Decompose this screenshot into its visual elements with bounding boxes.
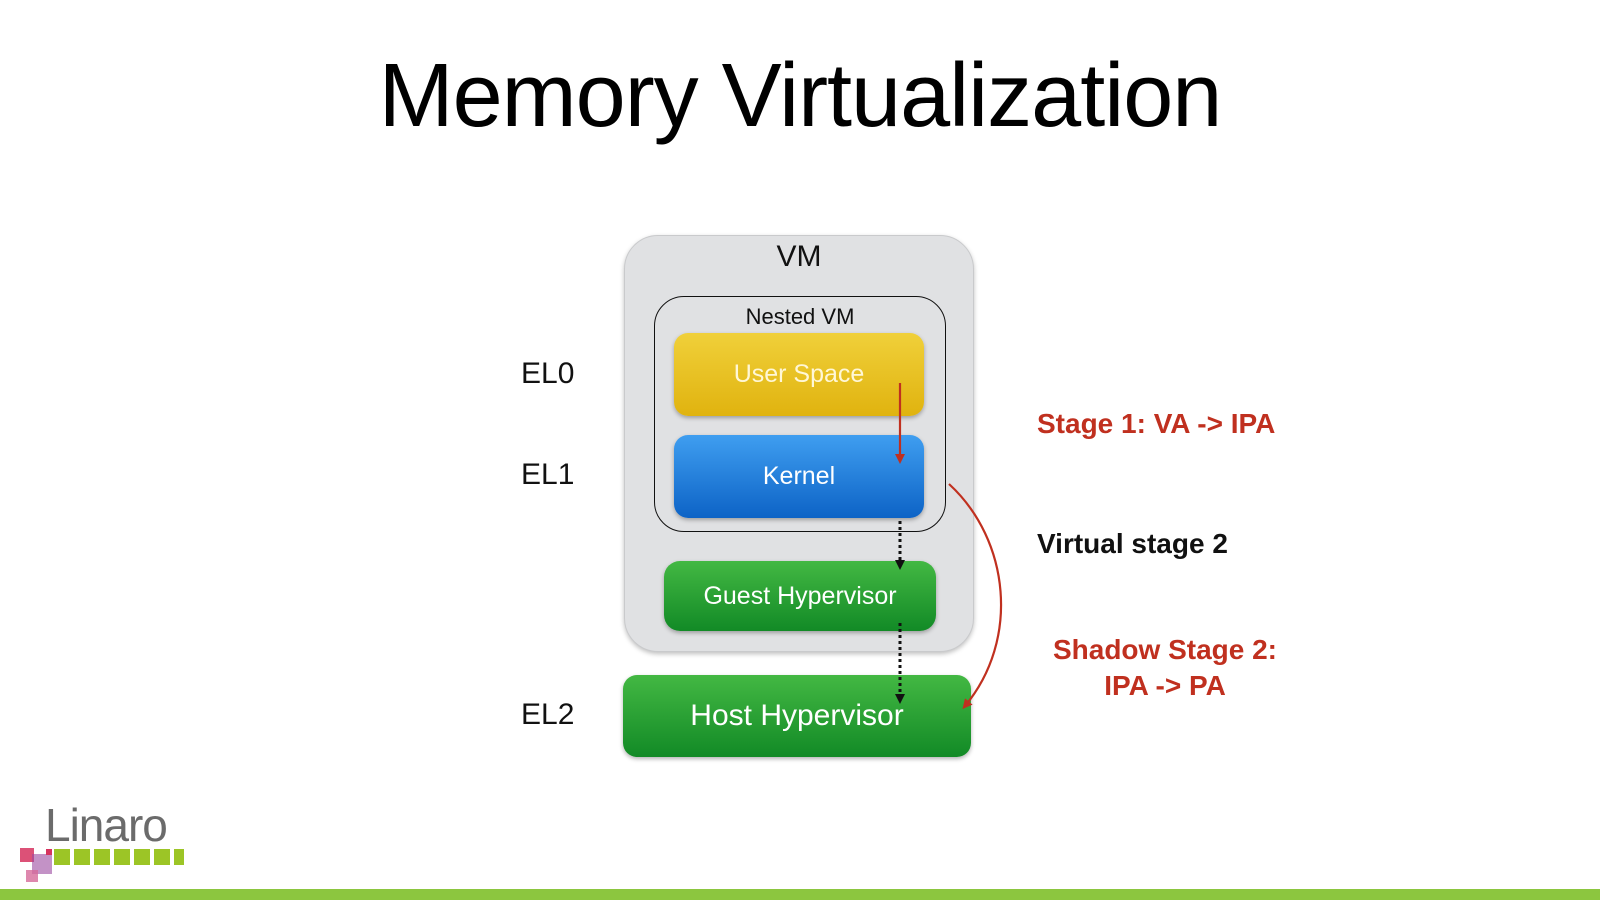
- footer-bar: [0, 889, 1600, 900]
- linaro-logo-text: Linaro: [45, 799, 168, 851]
- el1-label: EL1: [521, 458, 575, 491]
- shadow-stage2-line1: Shadow Stage 2:: [1052, 634, 1278, 665]
- kernel-box: Kernel: [674, 435, 924, 518]
- stage1-note: Stage 1: VA -> IPA: [1037, 408, 1276, 439]
- virtual-stage2-note: Virtual stage 2: [1037, 528, 1228, 559]
- user-space-box: User Space: [674, 333, 924, 416]
- el2-label: EL2: [521, 698, 575, 731]
- guest-hypervisor-box: Guest Hypervisor: [664, 561, 936, 631]
- nested-vm-container: [654, 296, 946, 532]
- vm-label: VM: [776, 240, 822, 273]
- shadow-stage2-line2: IPA -> PA: [1104, 670, 1226, 701]
- host-hypervisor-box: Host Hypervisor: [623, 675, 971, 757]
- shadow-stage2-arrow: [948, 483, 1003, 710]
- page-title: Memory Virtualization: [378, 46, 1223, 146]
- linaro-logo-icon: [20, 848, 184, 882]
- el0-label: EL0: [521, 357, 575, 390]
- nested-vm-label: Nested VM: [745, 304, 855, 329]
- shadow-stage2-note: Shadow Stage 2: IPA -> PA: [1020, 632, 1310, 704]
